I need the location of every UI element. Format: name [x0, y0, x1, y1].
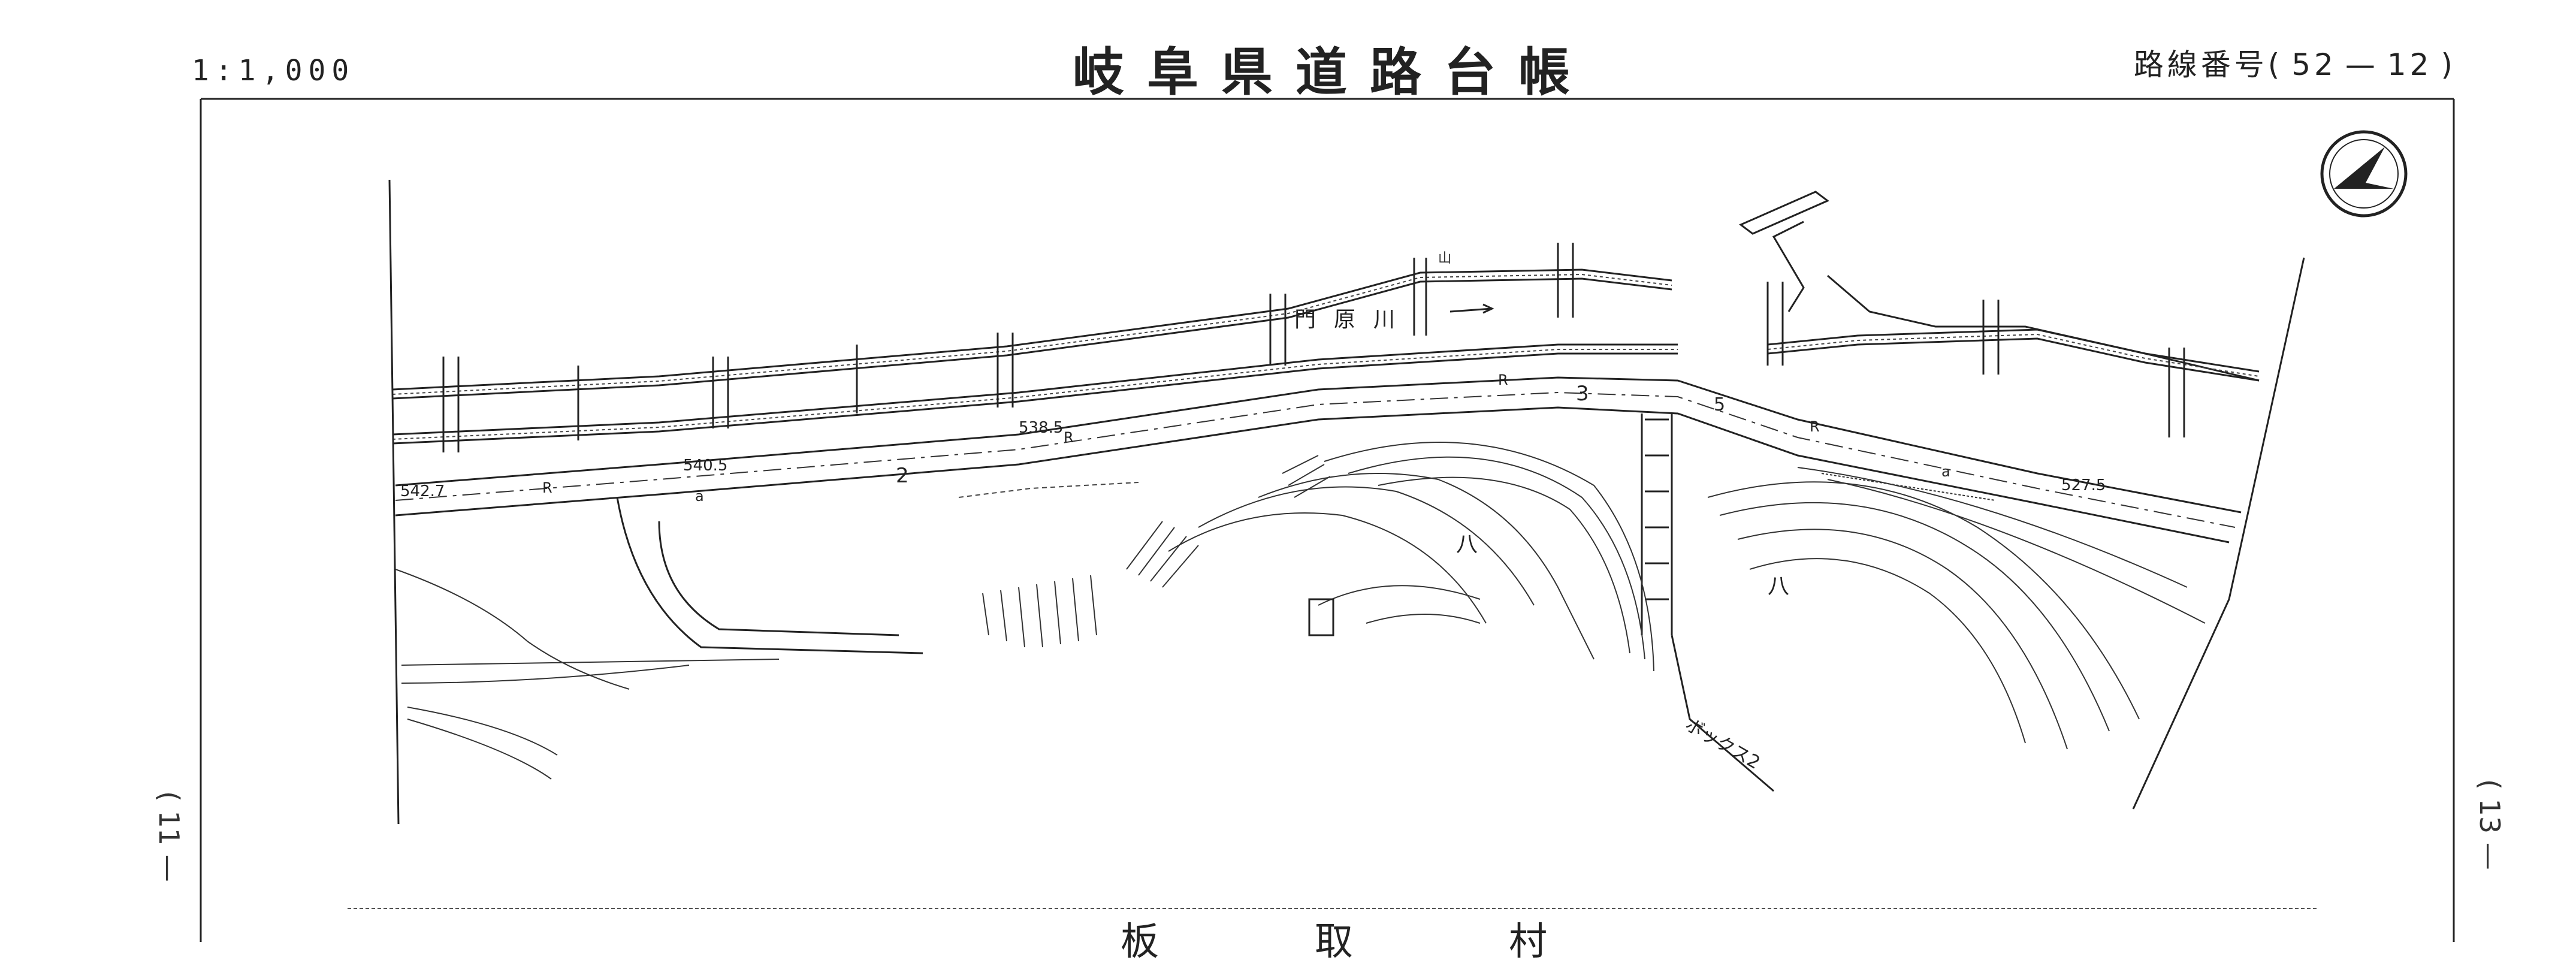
road-mark: R — [1498, 372, 1508, 388]
right-adjacent-sheet: ( 13 — — [2474, 779, 2506, 870]
road-centerline — [395, 391, 2236, 528]
north-arrow-icon — [2320, 130, 2408, 218]
contour-lines — [395, 442, 2206, 780]
parking-outline — [958, 482, 1139, 498]
right-boundary — [2132, 257, 2305, 810]
village-name: 板取村 — [1121, 920, 1703, 964]
map-scale: 1:1,000 — [192, 54, 355, 87]
river-hatching — [392, 273, 2260, 440]
left-boundary — [388, 179, 400, 825]
road-mark: R — [542, 479, 552, 496]
box-culvert-label: ボックス2 — [1681, 714, 1763, 774]
section-number: 2 — [896, 464, 909, 488]
road-mark: R — [1810, 418, 1820, 435]
route-label: 路線番号( — [2133, 47, 2284, 82]
route-number: 路線番号(52—12) — [2125, 41, 2456, 84]
left-adjacent-sheet: ( 11 — — [153, 791, 185, 882]
elevation-label: 538.5 — [1019, 419, 1063, 437]
side-road — [616, 497, 923, 654]
cross-section-lines — [442, 243, 2185, 452]
section-number: 3 — [1576, 382, 1589, 406]
stream-label: 門原川 — [1294, 307, 1413, 332]
terrain-mark: 山 — [1438, 251, 1451, 266]
slope-mark: 八 — [1456, 532, 1478, 557]
road-edges — [395, 376, 2242, 544]
slope-hatching — [982, 455, 1996, 648]
road-mark: R — [1064, 429, 1074, 446]
road-ledger-map: 門原川 542.7 540.5 538.5 527.5 R a R R R a … — [200, 98, 2455, 942]
elevation-label: 542.7 — [400, 482, 445, 500]
elevation-label: 540.5 — [683, 457, 727, 475]
section-number: 5 — [1714, 394, 1725, 415]
route-close: ) — [2441, 47, 2456, 82]
map-title: 岐阜県道路台帳 — [1073, 42, 1593, 102]
road-mark: a — [1941, 463, 1950, 480]
map-frame — [200, 98, 2455, 942]
box-culvert — [1641, 413, 1774, 792]
route-separator: — — [2345, 47, 2379, 82]
weir-structure — [1739, 191, 1829, 235]
route-number-value: 52 — [2291, 47, 2337, 82]
road-mark: a — [695, 488, 704, 505]
slope-mark: 八 — [1768, 574, 1789, 599]
route-sheet: 12 — [2387, 47, 2433, 82]
river-banks — [392, 221, 2260, 445]
elevation-label: 527.5 — [2061, 476, 2106, 494]
building — [1308, 598, 1334, 636]
flow-arrow-icon — [1449, 303, 1494, 314]
